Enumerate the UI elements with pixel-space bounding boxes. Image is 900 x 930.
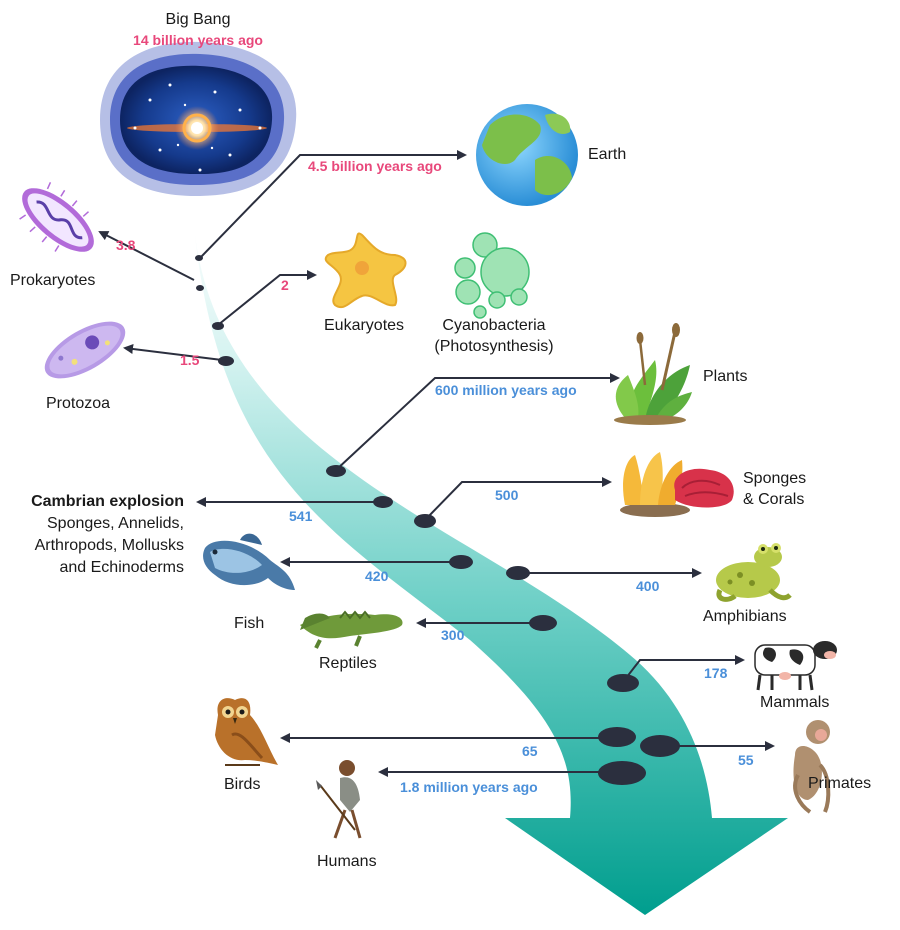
big-bang-time: 14 billion years ago: [133, 32, 263, 48]
fish-label: Fish: [234, 615, 265, 632]
dot-fish: [449, 555, 473, 569]
primates-label: Primates: [808, 775, 872, 792]
protozoa-label: Protozoa: [46, 395, 111, 412]
dot-earth: [195, 255, 203, 261]
cyanobacteria-label-1: Cyanobacteria: [442, 317, 546, 334]
prokaryote-icon: [19, 182, 94, 252]
plants-time: 600 million years ago: [435, 382, 577, 398]
fish-icon: [203, 533, 295, 590]
cambrian-time: 541: [289, 508, 313, 524]
connectors: [98, 150, 775, 777]
primates-time: 55: [738, 752, 754, 768]
earth-icon: [476, 104, 578, 206]
dot-birds: [598, 727, 636, 747]
dot-sponges: [414, 514, 436, 528]
earth-time: 4.5 billion years ago: [308, 158, 442, 174]
dot-mammals: [607, 674, 639, 692]
plants-label: Plants: [703, 368, 748, 385]
sponges-label-1: Sponges: [743, 470, 807, 487]
mammals-time: 178: [704, 665, 728, 681]
bird-owl-icon: [215, 698, 278, 766]
dot-prokaryotes: [196, 285, 204, 291]
birds-label: Birds: [224, 776, 261, 793]
eukaryote-nucleus-icon: [355, 261, 369, 275]
protozoa-icon: [44, 321, 126, 379]
reptile-crocodile-icon: [300, 610, 403, 649]
reptiles-label: Reptiles: [319, 655, 377, 672]
sponges-label-2: & Corals: [743, 491, 805, 508]
cambrian-line-2: Arthropods, Mollusks: [34, 537, 184, 554]
big-bang-label: Big Bang: [165, 11, 231, 28]
eukaryotes-label: Eukaryotes: [324, 317, 405, 334]
fish-time: 420: [365, 568, 389, 584]
cyanobacteria-icon: [454, 232, 530, 319]
birds-time: 65: [522, 743, 538, 759]
plants-icon: [614, 323, 692, 425]
dot-eukaryotes: [212, 322, 224, 330]
amphibian-frog-icon: [716, 543, 792, 602]
dot-primates: [640, 735, 680, 757]
sponges-corals-icon: [620, 452, 734, 517]
humans-time: 1.8 million years ago: [400, 779, 538, 795]
primate-icon: [793, 720, 831, 814]
dot-protozoa: [218, 356, 234, 366]
dot-amphibians: [506, 566, 530, 580]
dot-reptiles: [529, 615, 557, 631]
amphibians-time: 400: [636, 578, 660, 594]
eukaryotes-time: 2: [281, 277, 289, 293]
earth-label: Earth: [588, 146, 627, 163]
cambrian-line-3: and Echinoderms: [59, 559, 184, 576]
prokaryotes-label: Prokaryotes: [10, 272, 96, 289]
mammal-cow-icon: [754, 641, 837, 691]
mammals-label: Mammals: [760, 694, 830, 711]
cyanobacteria-label-2: (Photosynthesis): [434, 338, 554, 355]
amphibians-label: Amphibians: [703, 608, 787, 625]
sponges-time: 500: [495, 487, 519, 503]
evolution-arrow: [193, 215, 788, 915]
cambrian-title: Cambrian explosion: [31, 493, 184, 510]
big-bang-icon: [100, 41, 297, 197]
timeline-dots: [195, 255, 680, 785]
cambrian-line-1: Sponges, Annelids,: [47, 515, 184, 532]
protozoa-time: 1.5: [180, 352, 200, 368]
dot-humans: [598, 761, 646, 785]
dot-cambrian: [373, 496, 393, 508]
humans-label: Humans: [317, 853, 377, 870]
reptiles-time: 300: [441, 627, 465, 643]
prokaryotes-time: 3.8: [116, 237, 136, 253]
human-icon: [316, 760, 362, 839]
dot-plants: [326, 465, 346, 477]
